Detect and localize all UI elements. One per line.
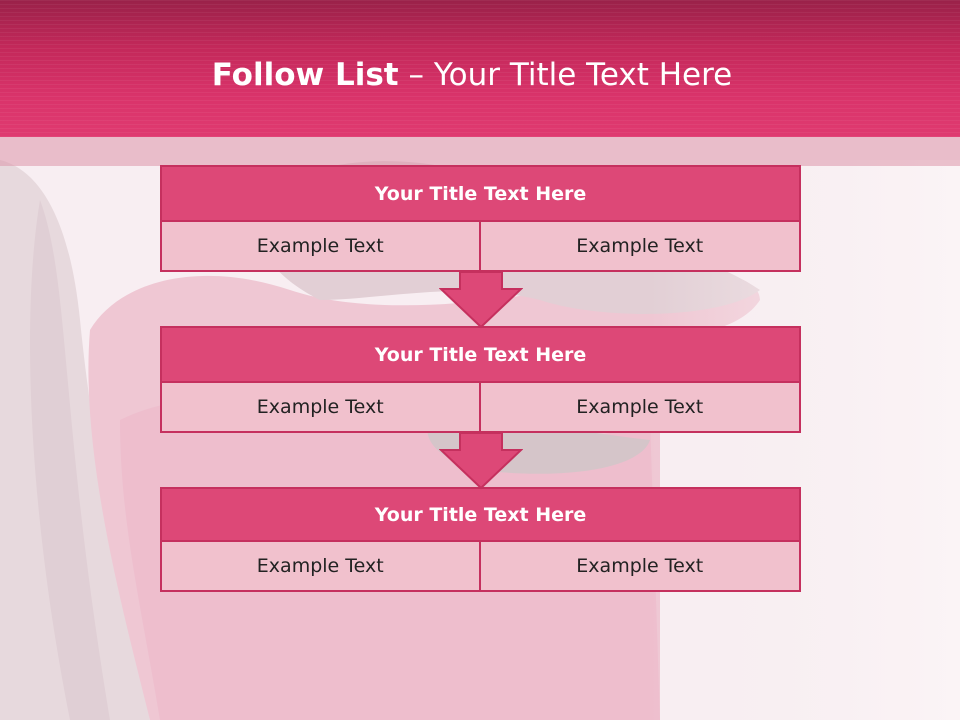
down-arrow-icon	[439, 432, 523, 490]
follow-block-1: Your Title Text Here Example Text Exampl…	[160, 165, 801, 272]
down-arrow-icon	[439, 271, 523, 329]
header-band	[0, 0, 960, 137]
block-title: Your Title Text Here	[160, 487, 801, 542]
follow-block-2: Your Title Text Here Example Text Exampl…	[160, 326, 801, 433]
block-row: Example Text Example Text	[160, 383, 801, 433]
block-title: Your Title Text Here	[160, 326, 801, 383]
block-cell-left: Example Text	[160, 383, 481, 433]
block-title: Your Title Text Here	[160, 165, 801, 222]
block-cell-left: Example Text	[160, 222, 481, 272]
block-cell-left: Example Text	[160, 542, 481, 592]
slide-title-bold: Follow List	[211, 57, 399, 93]
block-cell-right: Example Text	[480, 222, 801, 272]
header-stripes	[0, 0, 960, 137]
slide-title: Follow List – Your Title Text Here	[0, 52, 944, 98]
block-row: Example Text Example Text	[160, 542, 801, 592]
header-sub-band	[0, 137, 960, 166]
block-row: Example Text Example Text	[160, 222, 801, 272]
slide-title-rest: – Your Title Text Here	[398, 57, 733, 93]
block-cell-right: Example Text	[480, 383, 801, 433]
block-cell-right: Example Text	[480, 542, 801, 592]
follow-block-3: Your Title Text Here Example Text Exampl…	[160, 487, 801, 592]
